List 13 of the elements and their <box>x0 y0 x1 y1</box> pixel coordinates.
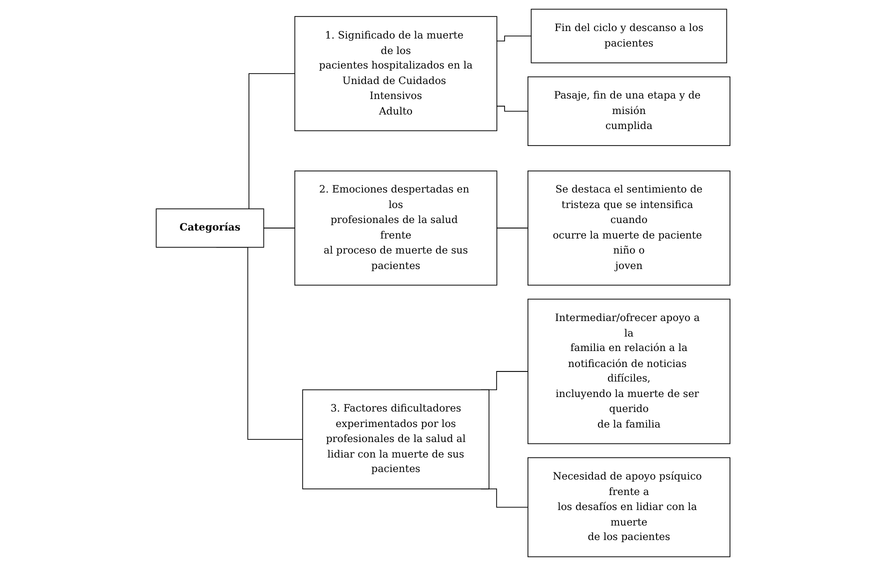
node-box: Pasaje, fin de una etapa y de misión cumplida <box>527 76 730 146</box>
node-box: Categorías <box>156 208 264 248</box>
node-box: 2. Emociones despertadas en los profesionales de la salud frente al proceso de muerte de sus pacientes <box>294 170 498 286</box>
node-box: Necesidad de apoyo psíquico frente a los desafíos en lidiar con la muerte de los pacientes <box>527 456 730 557</box>
connector <box>496 35 532 41</box>
node-box: Intermediar/ofrecer apoyo a la familia en relación a la notificación de noticias difíciles, incluyendo la muerte de ser querido de la familia <box>527 298 730 444</box>
connector <box>496 227 528 228</box>
node-box: Se destaca el sentimiento de tristeza que se intensifica cuando ocurre la muerte de paciente niño o joven <box>527 170 730 286</box>
connector <box>496 105 528 112</box>
node-box: 1. Significado de la muerte de los pacientes hospitalizados en la Unidad de Cuidados Intensivos Adulto <box>294 16 498 131</box>
node-box: Fin del ciclo y descanso a los pacientes <box>530 8 727 63</box>
node-box: 3. Factores dificultadores experimentados por los profesionales de la salud al lidiar con la muerte de sus pacientes <box>302 388 490 489</box>
connector <box>263 227 296 228</box>
